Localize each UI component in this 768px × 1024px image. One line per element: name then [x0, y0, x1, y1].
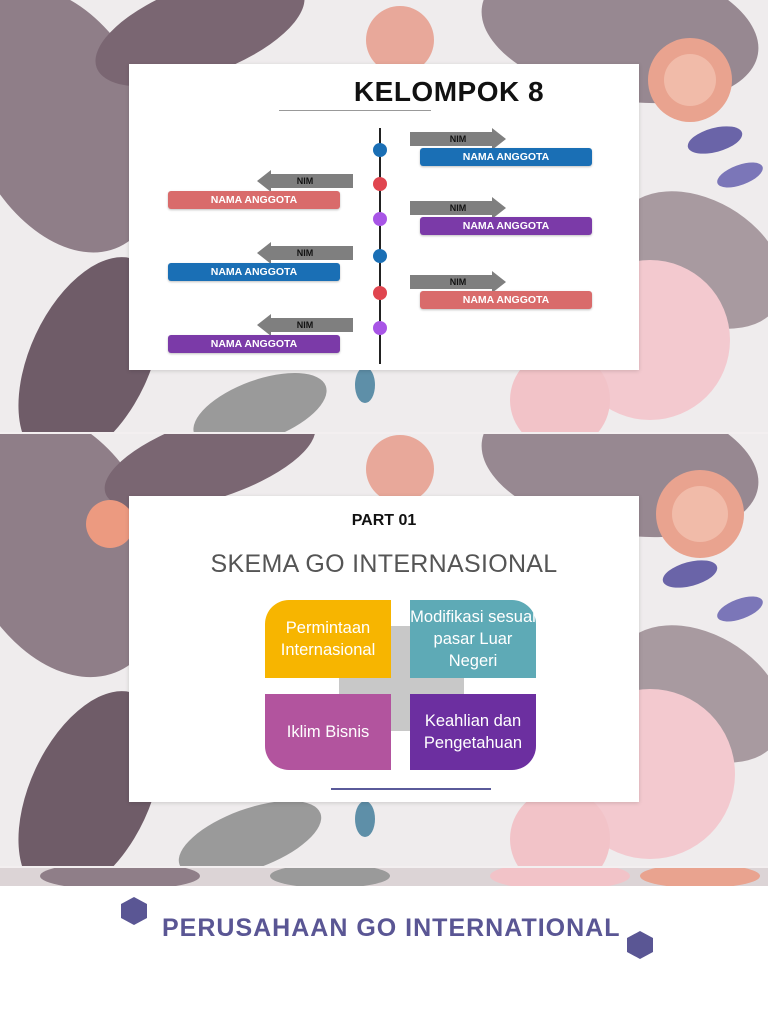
- title-underline: [279, 110, 431, 111]
- part-label: PART 01: [351, 512, 417, 529]
- timeline-dot: [373, 212, 387, 226]
- skema-box-iklim: Iklim Bisnis: [265, 694, 391, 770]
- skema-card: PART 01 SKEMA GO INTERNASIONAL Permintaa…: [129, 496, 639, 802]
- member-name-bar: NAMA ANGGOTA: [420, 291, 592, 309]
- slide-skema: PART 01 SKEMA GO INTERNASIONAL Permintaa…: [0, 434, 768, 866]
- slide-kelompok: KELOMPOK 8 NIM NAMA ANGGOTA NIM NAMA ANGGOT…: [0, 0, 768, 432]
- nim-label: NIM: [296, 248, 314, 258]
- member-name-bar: NAMA ANGGOTA: [168, 335, 340, 353]
- nim-label: NIM: [449, 277, 467, 287]
- skema-box-permintaan: Permintaan Internasional: [265, 600, 391, 678]
- nim-label: NIM: [449, 134, 467, 144]
- timeline-dot: [373, 321, 387, 335]
- kelompok-card: KELOMPOK 8 NIM NAMA ANGGOTA NIM NAMA ANGGOT…: [129, 64, 639, 370]
- nim-arrow: NIM: [257, 170, 353, 192]
- nim-arrow: NIM: [257, 242, 353, 264]
- timeline-dot: [373, 286, 387, 300]
- hexagon-icon: [627, 931, 653, 959]
- timeline-dot: [373, 143, 387, 157]
- footer-title: PERUSAHAAN GO INTERNATIONAL: [162, 914, 621, 942]
- nim-label: NIM: [449, 203, 467, 213]
- timeline-dot: [373, 249, 387, 263]
- slide-title: SKEMA GO INTERNASIONAL: [210, 550, 558, 578]
- member-name-bar: NAMA ANGGOTA: [168, 191, 340, 209]
- nim-label: NIM: [296, 176, 314, 186]
- floral-strip: [0, 868, 768, 886]
- member-name-bar: NAMA ANGGOTA: [420, 217, 592, 235]
- member-name-bar: NAMA ANGGOTA: [168, 263, 340, 281]
- nim-label: NIM: [296, 320, 314, 330]
- nim-arrow: NIM: [410, 128, 506, 150]
- timeline-dot: [373, 177, 387, 191]
- hexagon-icon: [121, 897, 147, 925]
- center-cross-shape: [339, 626, 464, 731]
- slide-perusahaan: [0, 868, 768, 1024]
- floral-background: [0, 434, 768, 866]
- slide-title: KELOMPOK 8: [353, 76, 545, 107]
- skema-box-modifikasi: Modifikasi sesuai pasar Luar Negeri: [410, 600, 536, 678]
- nim-arrow: NIM: [257, 314, 353, 336]
- decorative-underline: [331, 788, 491, 790]
- timeline-axis: [379, 128, 381, 364]
- member-name-bar: NAMA ANGGOTA: [420, 148, 592, 166]
- skema-box-keahlian: Keahlian dan Pengetahuan: [410, 694, 536, 770]
- nim-arrow: NIM: [410, 197, 506, 219]
- nim-arrow: NIM: [410, 271, 506, 293]
